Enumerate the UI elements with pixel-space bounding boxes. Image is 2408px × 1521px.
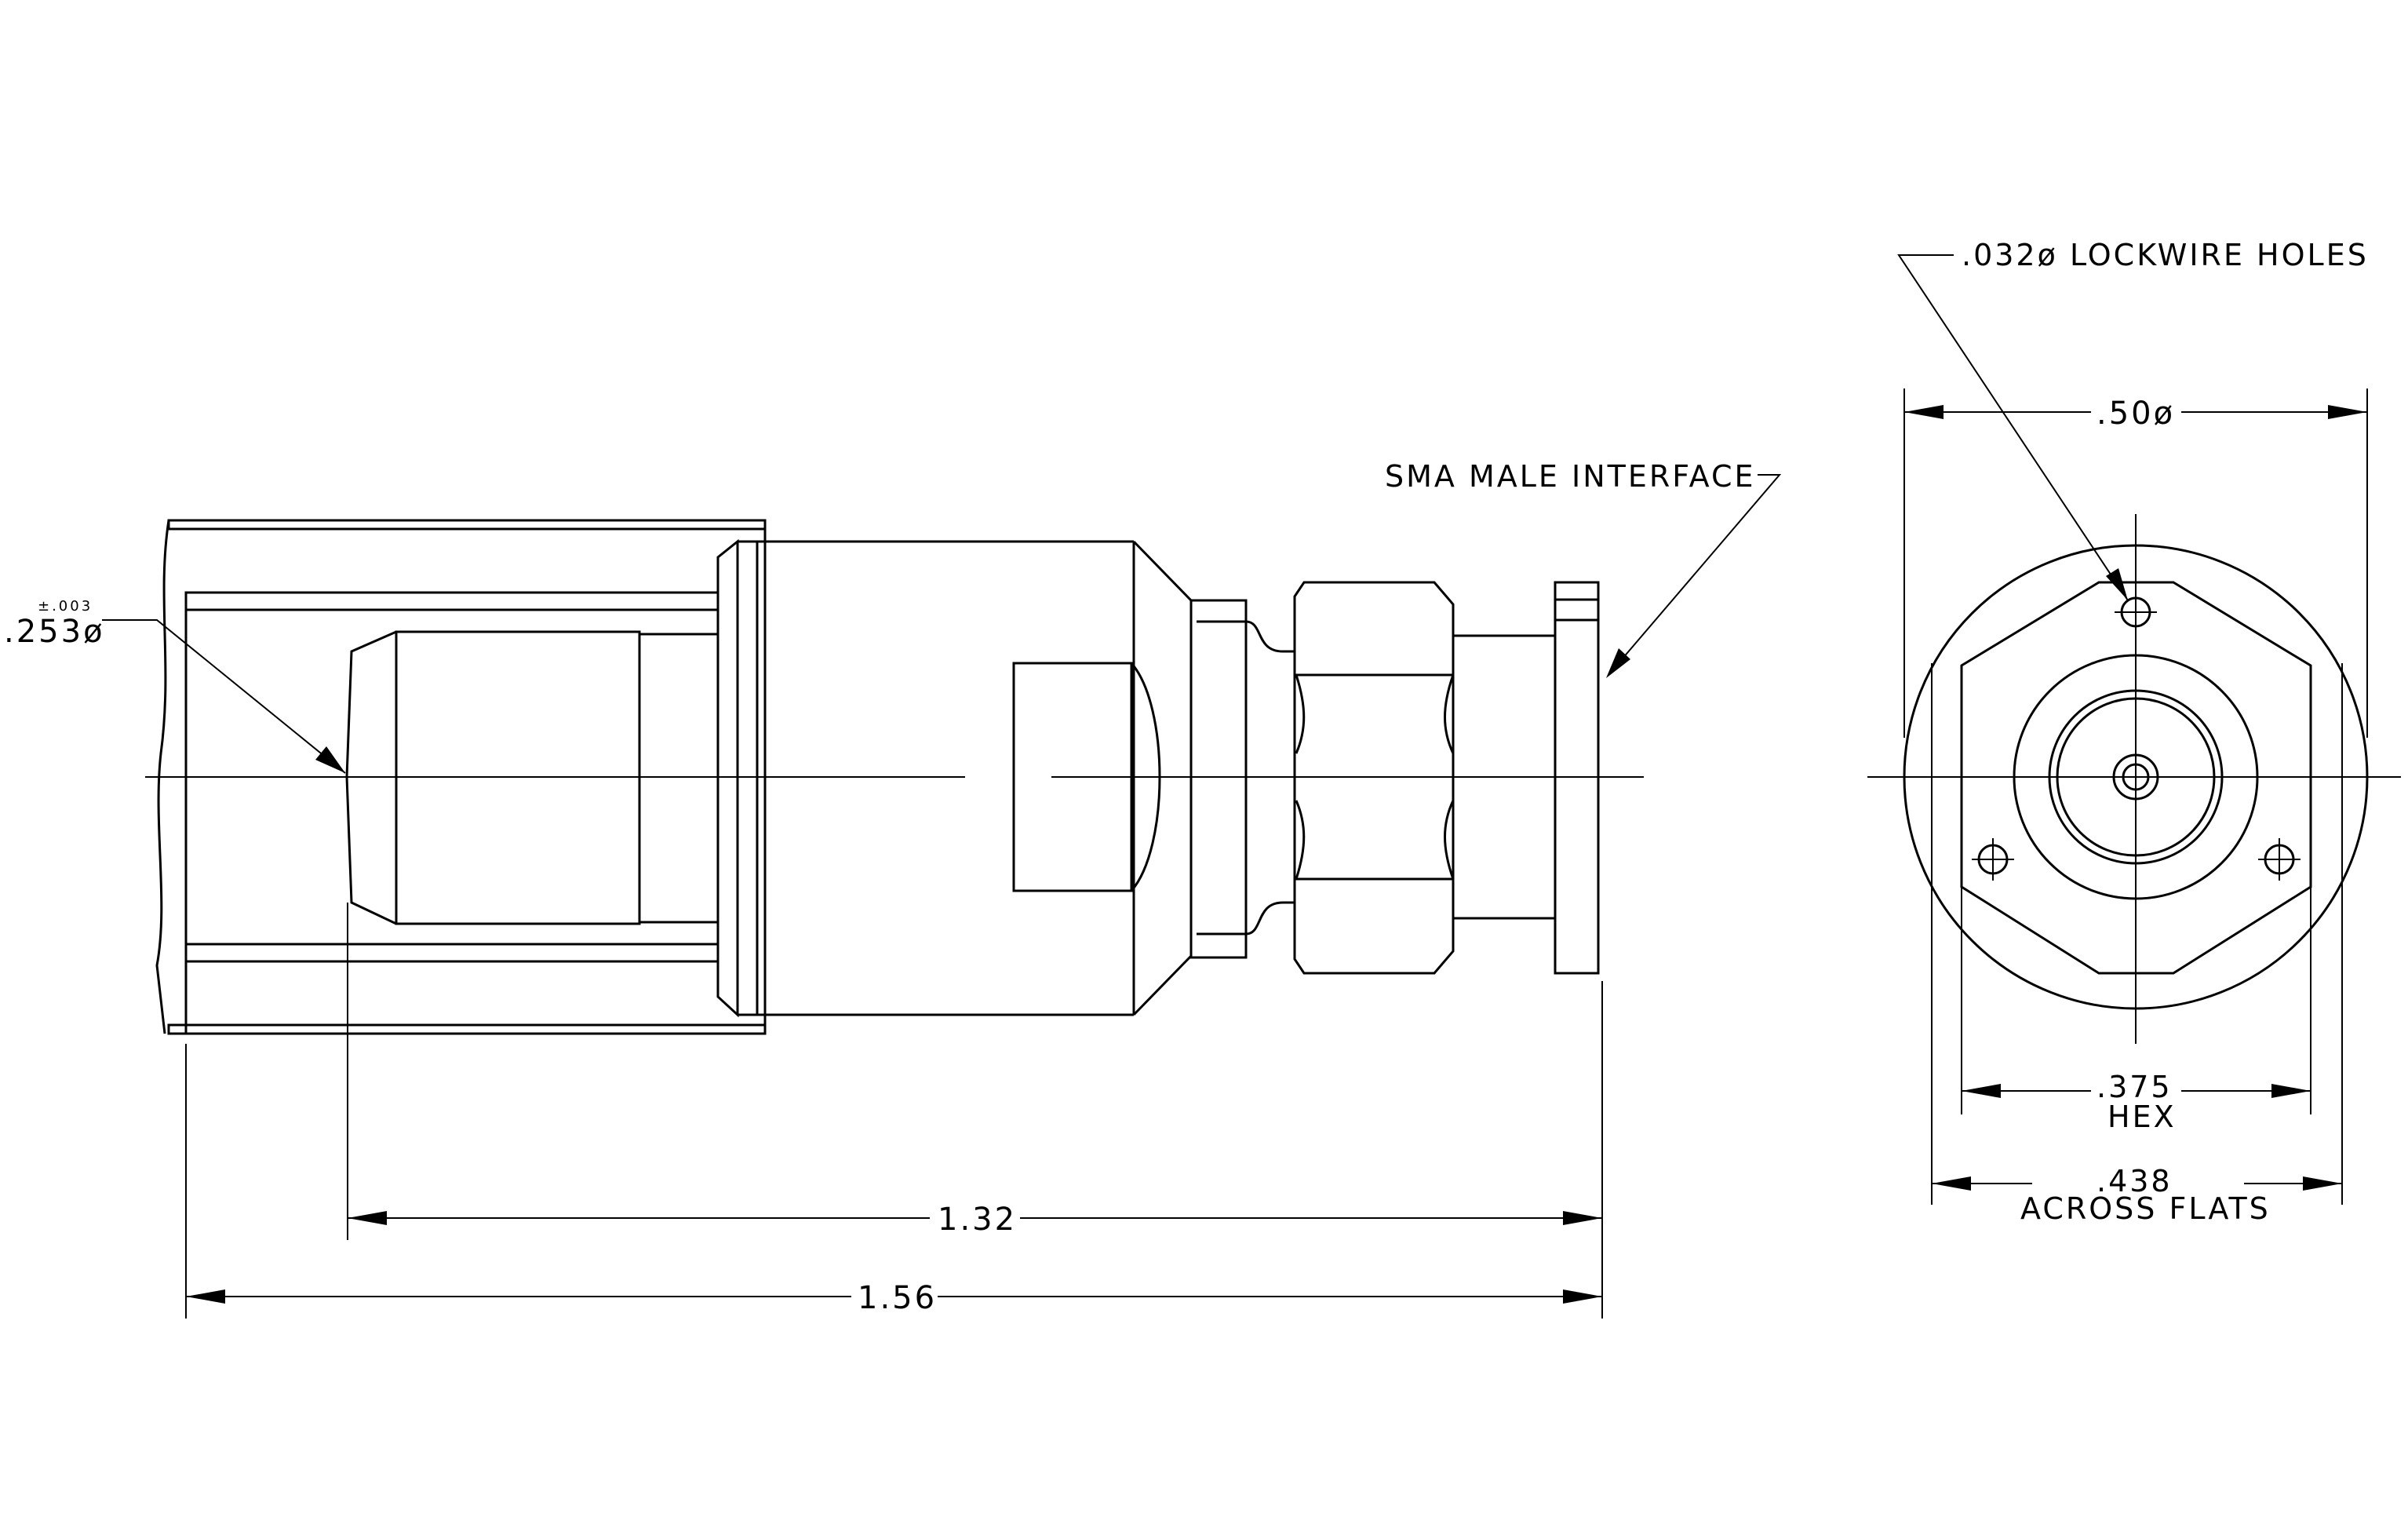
hex-text-label: HEX	[2107, 1100, 2177, 1134]
flange	[1554, 581, 1600, 975]
collar	[1189, 599, 1295, 959]
hex-value-label: .375	[2097, 1070, 2173, 1104]
hex-coupling-nut	[1293, 581, 1455, 975]
lockwire-hole-left	[1972, 838, 2014, 881]
ferrule-body	[716, 538, 1193, 1018]
bore-circle-inner	[2056, 697, 2216, 857]
outer-diameter-circle	[1903, 544, 2369, 1010]
bore-circle-outer	[2048, 689, 2224, 865]
cable-outer-conductor	[184, 591, 719, 1034]
lockwire-callout: .032ø LOCKWIRE HOLES	[1897, 238, 2369, 601]
length-dimensions: 1.32 1.56	[185, 903, 1603, 1319]
diameter-dimension: ±.003 .253ø	[4, 598, 346, 774]
outer-diameter-dimension: .50ø	[1903, 388, 2368, 738]
knurled-insert	[345, 630, 641, 925]
sma-interface-callout: SMA MALE INTERFACE	[1385, 459, 1782, 678]
flats-text-label: ACROSS FLATS	[2020, 1191, 2271, 1226]
diameter-label: .253ø	[4, 614, 105, 650]
lockwire-hole-top	[2115, 591, 2157, 633]
flats-value-label: .438	[2097, 1164, 2173, 1198]
end-view: .032ø LOCKWIRE HOLES .50ø .375 HEX	[1867, 238, 2401, 1226]
cable-dielectric	[639, 633, 718, 924]
lockwire-label: .032ø LOCKWIRE HOLES	[1962, 238, 2369, 272]
side-view: ±.003 .253ø SMA MALE INTERFACE 1.32 1.56	[4, 459, 1782, 1319]
hex-dimension: .375 HEX	[1961, 871, 2311, 1134]
hex-outline	[1960, 581, 2312, 975]
sma-interface-label: SMA MALE INTERFACE	[1385, 459, 1756, 494]
end-center-lines	[1867, 514, 2401, 1044]
across-flats-dimension: .438 ACROSS FLATS	[1931, 663, 2343, 1226]
outer-diameter-label: .50ø	[2097, 396, 2175, 432]
body-circle	[2013, 654, 2259, 900]
length-inner-label: 1.32	[938, 1202, 1017, 1238]
lockwire-hole-right	[2258, 838, 2301, 881]
length-overall-label: 1.56	[858, 1280, 937, 1316]
cable-jacket	[155, 519, 767, 1035]
diameter-tolerance: ±.003	[38, 598, 93, 615]
pin-circle-inner	[2122, 763, 2150, 791]
pin-circle-outer	[2112, 753, 2159, 801]
